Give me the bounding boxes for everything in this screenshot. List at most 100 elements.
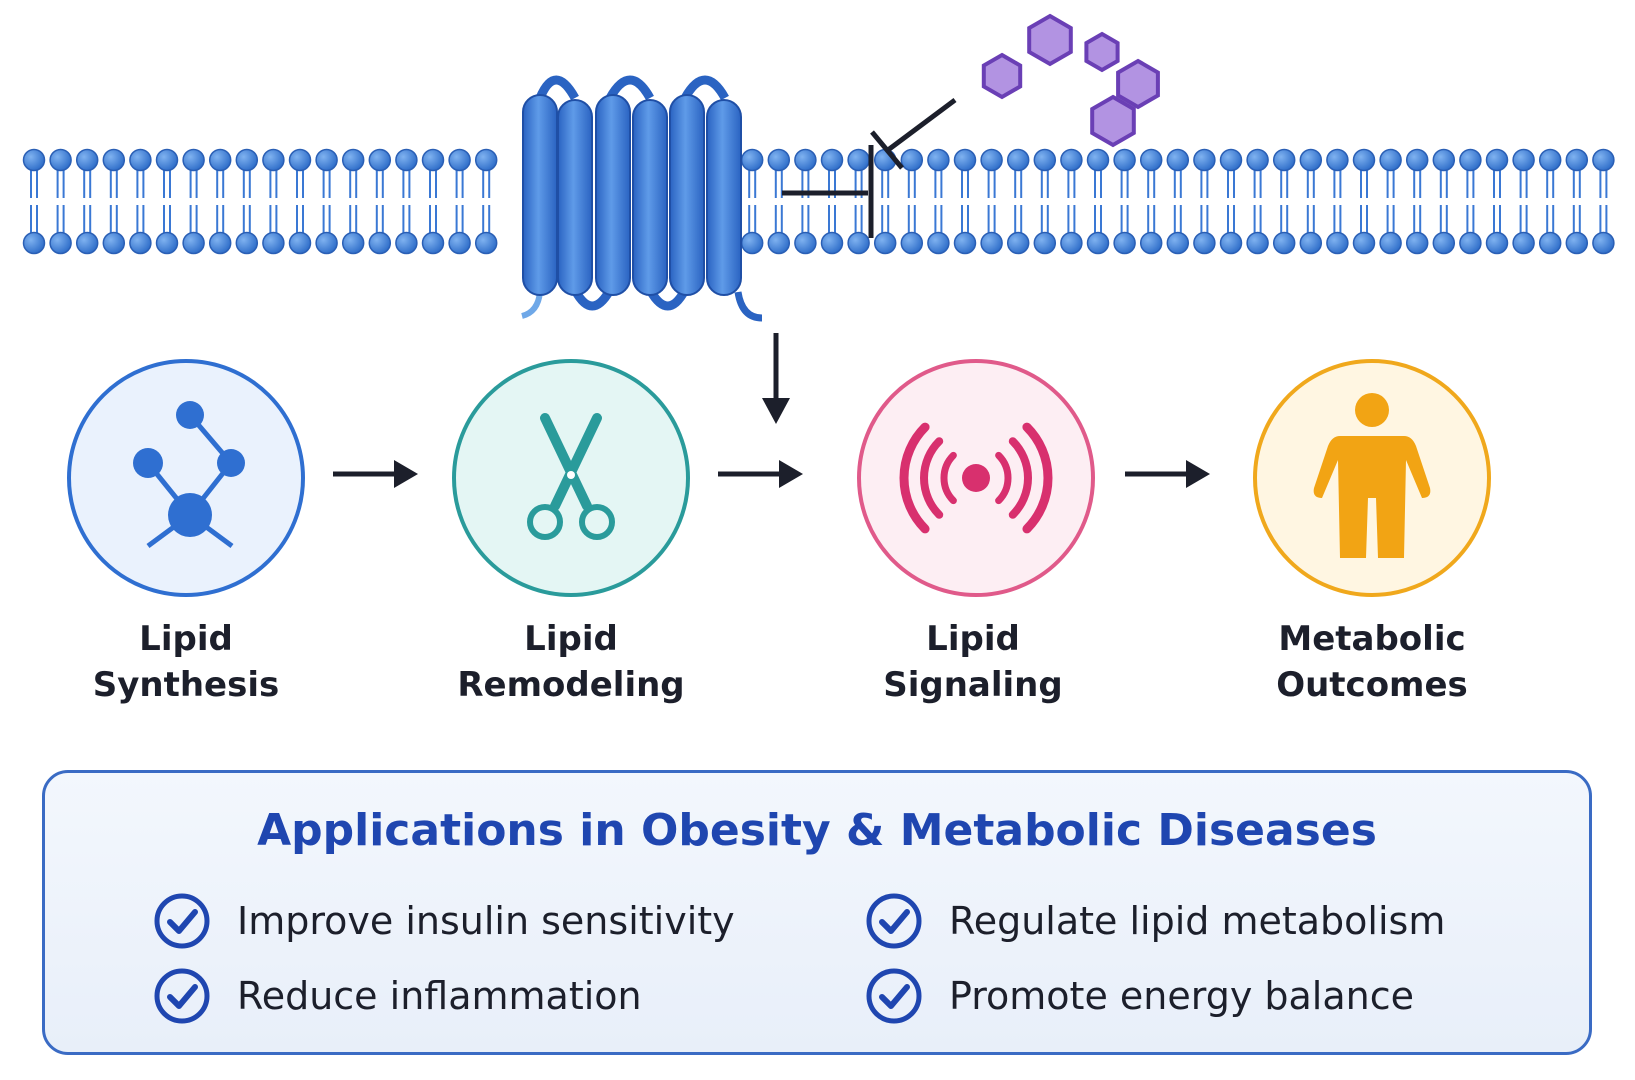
phospholipid-icon (102, 148, 126, 255)
step-label-line2: Synthesis (92, 665, 280, 705)
phospholipid-icon (129, 148, 152, 255)
phospholipid-icon (1565, 148, 1589, 255)
phospholipid-icon (155, 148, 179, 255)
down-arrow-icon (762, 333, 790, 424)
phospholipid-icon (1139, 148, 1163, 255)
molecule-icon (133, 401, 245, 549)
phospholipid-icon (341, 148, 365, 255)
hexagon-ring-icon (981, 52, 1023, 100)
phospholipid-icon (980, 148, 1003, 255)
phospholipid-icon (740, 148, 764, 255)
phospholipid-icon (1592, 148, 1615, 255)
lipid-bilayer-membrane (22, 148, 1615, 255)
phospholipid-icon (767, 148, 791, 255)
step-label-line1: Lipid (524, 619, 618, 659)
phospholipid-icon (1485, 148, 1509, 255)
phospholipid-icon (421, 148, 445, 255)
phospholipid-icon (235, 148, 259, 255)
phospholipid-icon (1033, 148, 1057, 255)
person-icon (1313, 393, 1431, 558)
phospholipid-icon (900, 148, 924, 255)
check-circle-icon (154, 968, 210, 1024)
hexagon-ring-icon (1027, 13, 1073, 67)
phospholipid-icon (1379, 148, 1402, 255)
step-label-line2: Outcomes (1276, 665, 1468, 705)
inhibition-arrow-icon (870, 97, 957, 170)
phospholipid-icon (368, 148, 392, 255)
phospholipid-icon (1326, 148, 1349, 255)
gpcr-receptor-icon (521, 75, 763, 322)
receptor-inhibition-bar-icon (782, 145, 874, 238)
scissors-icon (527, 413, 615, 540)
check-circle-icon (866, 893, 922, 949)
benefit-text: Improve insulin sensitivity (237, 899, 735, 943)
phospholipid-icon (927, 148, 950, 255)
phospholipid-icon (1299, 148, 1323, 255)
phospholipid-icon (49, 148, 72, 255)
step-label-line2: Signaling (883, 665, 1063, 705)
phospholipid-icon (1006, 148, 1030, 255)
phospholipid-icon (1405, 148, 1429, 255)
benefit-text: Promote energy balance (949, 974, 1414, 1018)
step-label-line1: Lipid (139, 619, 233, 659)
phospholipid-icon (1193, 148, 1216, 255)
hexagon-ring-icon (1084, 31, 1120, 73)
benefit-text: Regulate lipid metabolism (949, 899, 1446, 943)
phospholipid-icon (262, 148, 285, 255)
step-circle-synthesis (67, 359, 305, 597)
phospholipid-icon (22, 148, 46, 255)
phospholipid-icon (315, 148, 338, 255)
step-label-line2: Remodeling (457, 665, 685, 705)
phospholipid-icon (1512, 148, 1535, 255)
phospholipid-icon (75, 148, 99, 255)
phospholipid-icon (873, 148, 897, 255)
phospholipid-icon (448, 148, 471, 255)
flow-arrow-icon (1125, 460, 1210, 488)
phospholipid-icon (1086, 148, 1110, 255)
phospholipid-icon (1272, 148, 1296, 255)
phospholipid-icon (847, 148, 870, 255)
phospholipid-icon (1352, 148, 1376, 255)
phospholipid-icon (1166, 148, 1190, 255)
step-label-line1: Metabolic (1278, 619, 1466, 659)
step-circle-signaling (857, 359, 1095, 597)
flow-arrow-icon (718, 460, 803, 488)
step-circle-outcomes (1253, 359, 1491, 597)
check-circle-icon (154, 893, 210, 949)
phospholipid-icon (288, 148, 312, 255)
phospholipid-icon (1113, 148, 1136, 255)
flow-arrow-icon (333, 460, 418, 488)
step-label-line1: Lipid (926, 619, 1020, 659)
applications-title: Applications in Obesity & Metabolic Dise… (257, 805, 1377, 856)
hexagon-ring-icon (1090, 94, 1136, 148)
applications-panel: Applications in Obesity & Metabolic Dise… (42, 770, 1592, 1055)
phospholipid-icon (208, 148, 232, 255)
phospholipid-icon (1432, 148, 1456, 255)
benefit-text: Reduce inflammation (237, 974, 642, 1018)
phospholipid-icon (1246, 148, 1269, 255)
step-circle-remodeling (452, 359, 690, 597)
phospholipid-icon (474, 148, 498, 255)
ligand-molecule-icon (981, 13, 1160, 148)
benefit-item: Reduce inflammation (153, 966, 642, 1026)
pathway-diagram (22, 13, 1615, 597)
phospholipid-icon (1459, 148, 1482, 255)
benefit-item: Promote energy balance (865, 966, 1414, 1026)
phospholipid-icon (953, 148, 977, 255)
hexagon-ring-icon (1116, 58, 1160, 110)
phospholipid-icon (794, 148, 817, 255)
check-circle-icon (866, 968, 922, 1024)
phospholipid-icon (1538, 148, 1562, 255)
phospholipid-icon (820, 148, 844, 255)
phospholipid-icon (1219, 148, 1243, 255)
phospholipid-icon (1060, 148, 1083, 255)
benefit-item: Regulate lipid metabolism (865, 891, 1445, 951)
phospholipid-icon (182, 148, 205, 255)
signal-icon (899, 422, 1053, 534)
phospholipid-icon (395, 148, 418, 255)
benefit-item: Improve insulin sensitivity (153, 891, 735, 951)
